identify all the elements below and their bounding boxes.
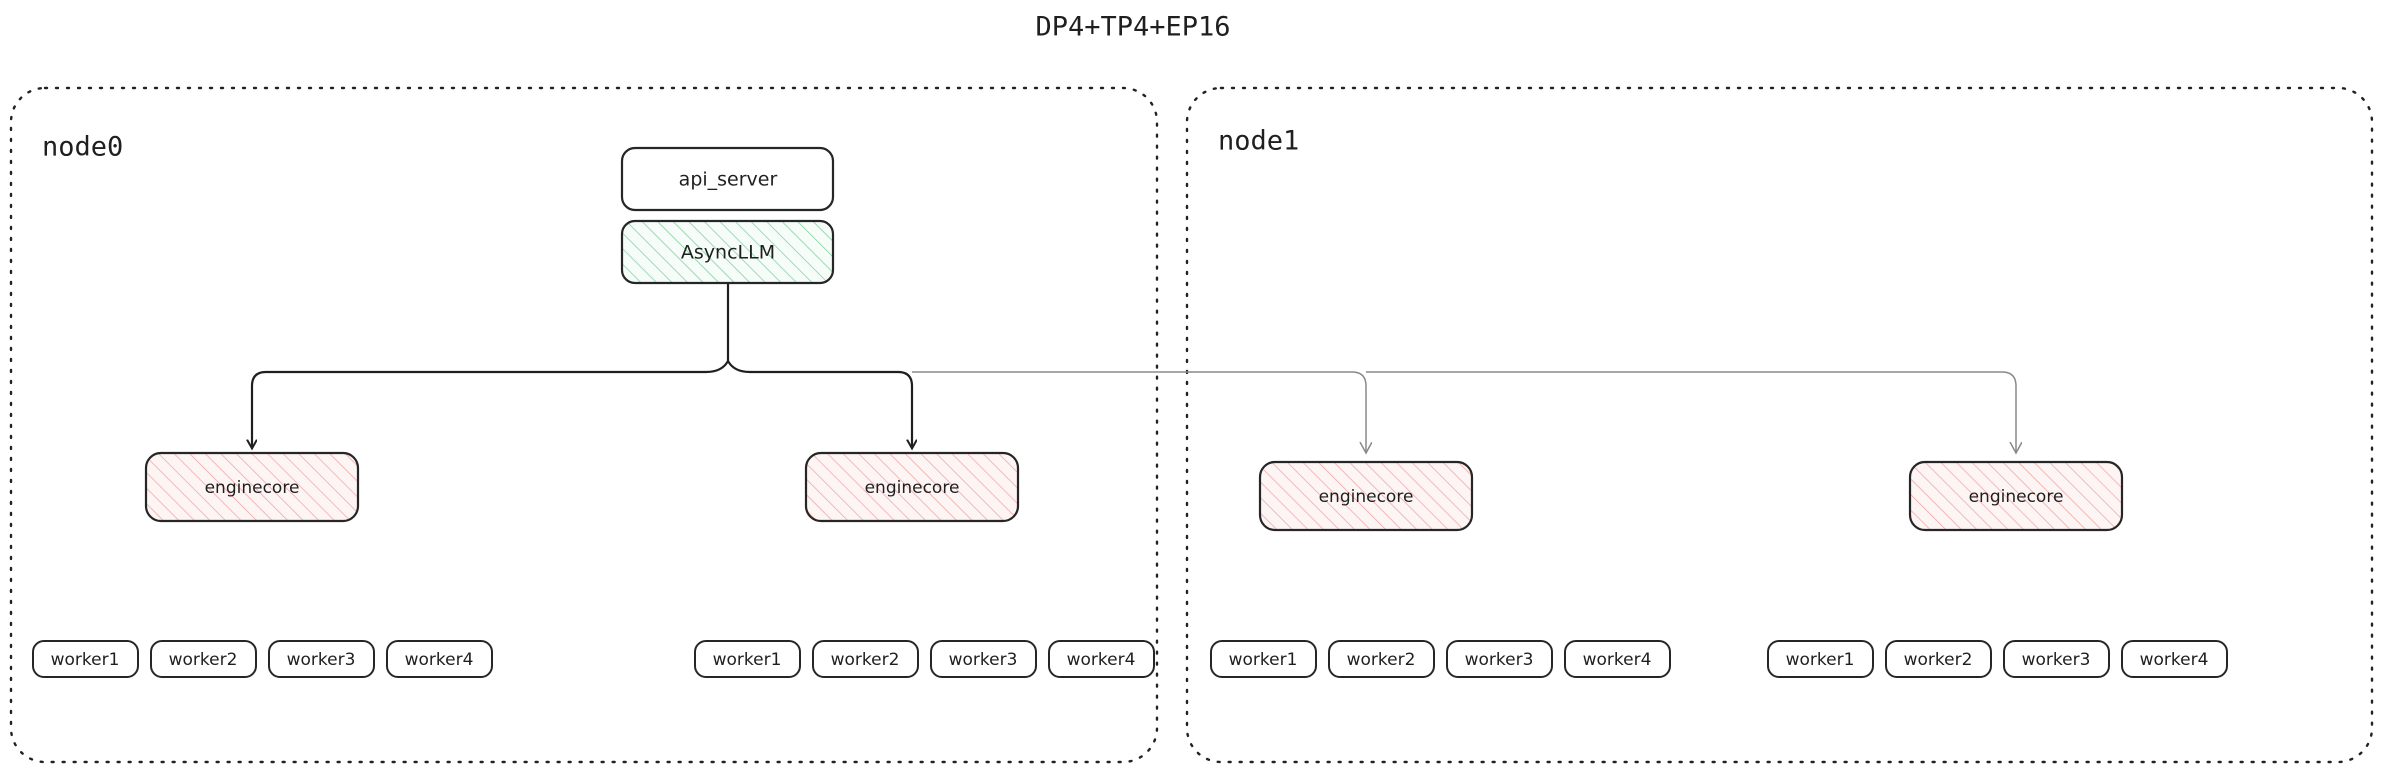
worker-box-rect[interactable] [1885,640,1992,678]
asyncllm-box[interactable]: AsyncLLM [620,219,835,285]
worker-label: worker3 [287,650,356,670]
node-container-node0: node0 [9,86,1159,764]
worker-box[interactable]: worker2 [812,640,919,678]
worker-label: worker4 [1583,650,1652,670]
enginecore-node1-engine1-rect[interactable] [1908,460,2124,532]
worker-box-rect[interactable] [1446,640,1553,678]
worker-box[interactable]: worker4 [386,640,493,678]
worker-box[interactable]: worker1 [1767,640,1874,678]
worker-box-rect[interactable] [32,640,139,678]
worker-label: worker1 [713,650,782,670]
worker-label: worker3 [2022,650,2091,670]
api-server-box-rect[interactable] [620,146,835,212]
node1-label: node1 [1218,126,1299,157]
worker-box[interactable]: worker4 [1564,640,1671,678]
enginecore-node0-engine0[interactable]: enginecore [144,451,360,523]
worker-box[interactable]: worker2 [1885,640,1992,678]
worker-box[interactable]: worker3 [930,640,1037,678]
worker-box-rect[interactable] [694,640,801,678]
worker-label: worker3 [1465,650,1534,670]
worker-box[interactable]: worker3 [1446,640,1553,678]
worker-label: worker3 [949,650,1018,670]
node0-label: node0 [42,132,123,163]
worker-box[interactable]: worker4 [1048,640,1155,678]
worker-label: worker2 [1347,650,1416,670]
enginecore-node0-engine0-label: enginecore [205,478,300,498]
edge-asyncllm-to-node0-engine1 [727,360,912,448]
worker-label: worker4 [1067,650,1136,670]
worker-label: worker2 [169,650,238,670]
worker-box-rect[interactable] [1048,640,1155,678]
node-container-node1: node1 [1185,86,2374,764]
worker-box-rect[interactable] [386,640,493,678]
worker-box-rect[interactable] [1767,640,1874,678]
worker-box-rect[interactable] [2003,640,2110,678]
worker-box-rect[interactable] [150,640,257,678]
asyncllm-label: AsyncLLM [681,242,775,264]
worker-box[interactable]: worker2 [1328,640,1435,678]
worker-label: worker2 [831,650,900,670]
worker-box-rect[interactable] [268,640,375,678]
page-title: DP4+TP4+EP16 [1035,12,1230,43]
worker-box-rect[interactable] [930,640,1037,678]
worker-box[interactable]: worker1 [1210,640,1317,678]
enginecore-node1-engine1[interactable]: enginecore [1908,460,2124,532]
worker-box[interactable]: worker2 [150,640,257,678]
worker-label: worker1 [1229,650,1298,670]
worker-label: worker2 [1904,650,1973,670]
edge-asyncllm-to-node1-engine0 [912,371,1366,452]
worker-box[interactable]: worker4 [2121,640,2228,678]
worker-label: worker4 [2140,650,2209,670]
worker-box[interactable]: worker1 [32,640,139,678]
worker-box-rect[interactable] [1564,640,1671,678]
worker-box[interactable]: worker1 [694,640,801,678]
node1-border [1185,86,2374,764]
api-server-box[interactable]: api_server [620,146,835,212]
asyncllm-box-rect[interactable] [620,219,835,285]
enginecore-node0-engine1[interactable]: enginecore [804,451,1020,523]
api-server-label: api_server [679,169,778,191]
worker-label: worker4 [405,650,474,670]
enginecore-node1-engine1-label: enginecore [1969,487,2064,507]
worker-group-node0-engine0: worker1 worker2 worker3 worker4 [32,640,493,678]
node0-border [9,86,1159,764]
worker-group-node0-engine1: worker1 worker2 worker3 worker4 [694,640,1155,678]
worker-box[interactable]: worker3 [2003,640,2110,678]
worker-box[interactable]: worker3 [268,640,375,678]
enginecore-node0-engine1-rect[interactable] [804,451,1020,523]
enginecore-node1-engine0-rect[interactable] [1258,460,1474,532]
enginecore-node1-engine0-label: enginecore [1319,487,1414,507]
enginecore-node0-engine0-rect[interactable] [144,451,360,523]
worker-group-node1-engine1: worker1 worker2 worker3 worker4 [1767,640,2228,678]
edge-asyncllm-to-node0-engine0 [252,360,729,448]
worker-box-rect[interactable] [2121,640,2228,678]
worker-group-node1-engine0: worker1 worker2 worker3 worker4 [1210,640,1671,678]
worker-label: worker1 [1786,650,1855,670]
enginecore-node0-engine1-label: enginecore [865,478,960,498]
enginecore-node1-engine0[interactable]: enginecore [1258,460,1474,532]
worker-label: worker1 [51,650,120,670]
worker-box-rect[interactable] [1328,640,1435,678]
worker-box-rect[interactable] [1210,640,1317,678]
edge-asyncllm-to-node1-engine1 [1366,371,2016,452]
worker-box-rect[interactable] [812,640,919,678]
